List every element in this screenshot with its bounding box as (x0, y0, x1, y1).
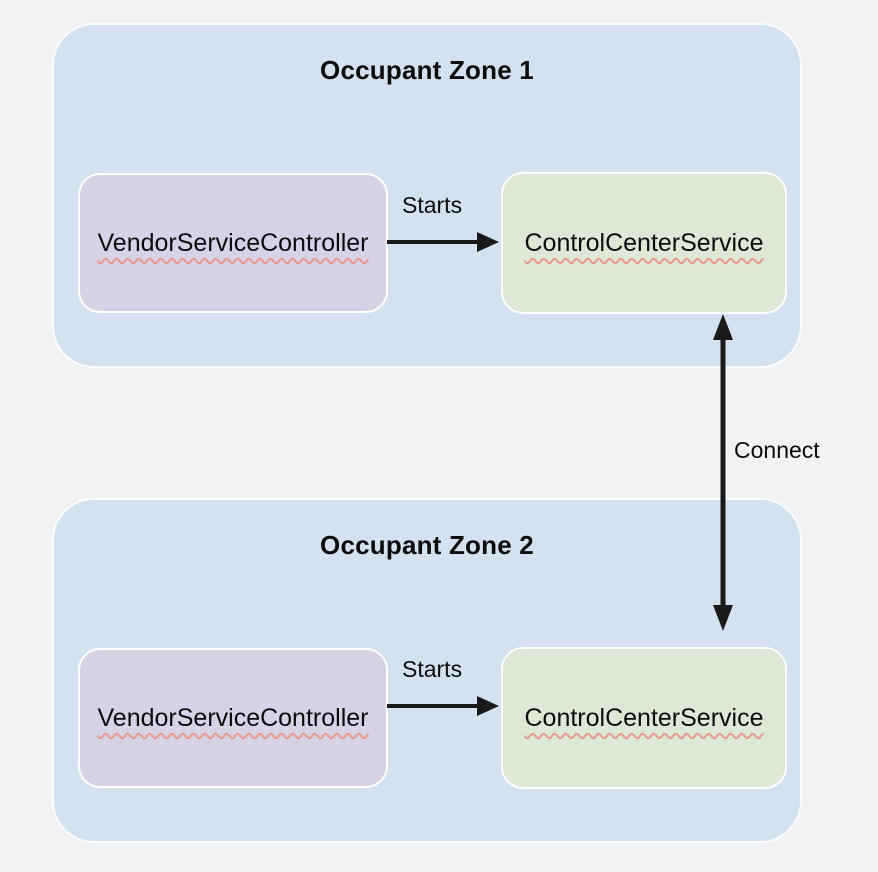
vendor-service-controller-box-zone1: VendorServiceController (78, 173, 388, 313)
occupant-zone-2-container: Occupant Zone 2 VendorServiceController … (52, 498, 802, 843)
control-center-service-label-zone1: ControlCenterService (524, 228, 764, 257)
occupant-zone-1-title: Occupant Zone 1 (320, 55, 534, 85)
control-center-service-box-zone1: ControlCenterService (501, 172, 787, 314)
control-center-service-label-zone2: ControlCenterService (524, 703, 764, 732)
vendor-service-controller-box-zone2: VendorServiceController (78, 648, 388, 788)
occupant-zone-1-container: Occupant Zone 1 VendorServiceController … (52, 23, 802, 368)
starts-edge-label-zone2: Starts (402, 656, 463, 682)
occupant-zone-2-title: Occupant Zone 2 (320, 530, 534, 560)
control-center-service-box-zone2: ControlCenterService (501, 647, 787, 789)
vendor-service-controller-label-zone1: VendorServiceController (97, 228, 369, 257)
vendor-service-controller-label-zone2: VendorServiceController (97, 703, 369, 732)
connect-edge-label: Connect (734, 437, 820, 463)
starts-edge-label-zone1: Starts (402, 192, 463, 218)
